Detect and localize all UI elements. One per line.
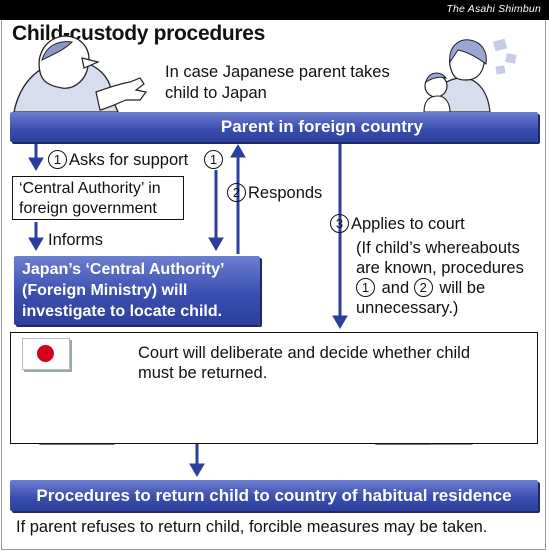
step3-note: (If child’s whereabouts are known, proce… (356, 238, 546, 318)
foreign-parent-illustration (13, 35, 148, 113)
foreign-central-authority-box: ‘Central Authority’ in foreign governmen… (12, 176, 184, 220)
step3-note-line: are known, procedures (356, 259, 524, 277)
intro-caption-line: child to Japan (165, 84, 267, 102)
step3-note-line: 1 and 2 will be (356, 278, 546, 298)
step-number-badge: 1 (204, 150, 223, 169)
footnote: If parent refuses to return child, forci… (16, 518, 488, 536)
step3-text: Applies to court (351, 215, 465, 233)
japan-authority-line: Japan’s ‘Central Authority’ (22, 261, 225, 278)
japan-flag-icon (22, 338, 70, 370)
japan-authority-line: investigate to locate child. (22, 303, 223, 320)
court-text: Court will deliberate and decide whether… (138, 343, 518, 383)
step3-note-and: and (381, 279, 410, 297)
return-procedures-bar: Procedures to return child to country of… (10, 480, 538, 511)
step-number-badge: 1 (356, 278, 375, 297)
step3-note-line: unnecessary.) (356, 299, 459, 317)
court-panel (10, 332, 538, 444)
step1b-marker: 1 (204, 150, 225, 170)
step2-text: Responds (248, 184, 323, 202)
parent-foreign-bar: Parent in foreign country (10, 112, 538, 142)
source-credit: The Asahi Shimbun (446, 3, 541, 15)
step-number-badge: 2 (227, 183, 246, 202)
foreign-authority-line: ‘Central Authority’ in (19, 180, 161, 197)
step-number-badge: 1 (48, 150, 67, 169)
informs-label: Informs (48, 231, 104, 249)
flag-red-disc (37, 345, 54, 362)
step-number-badge: 2 (413, 278, 433, 297)
court-text-line: Court will deliberate and decide whether… (138, 344, 471, 362)
step3-note-line: (If child’s whereabouts (356, 239, 520, 257)
step3-note-end: will be (439, 279, 486, 297)
japanese-parent-child-illustration (423, 38, 517, 113)
intro-caption: In case Japanese parent takes child to J… (165, 62, 445, 104)
foreign-authority-line: foreign government (19, 200, 157, 217)
intro-caption-line: In case Japanese parent takes (165, 63, 390, 81)
header-bar: The Asahi Shimbun (0, 0, 549, 20)
step-number-badge: 3 (330, 214, 349, 233)
step1-text: Asks for support (69, 151, 189, 169)
court-text-line: must be returned. (138, 364, 268, 382)
japan-authority-line: (Foreign Ministry) will (22, 282, 188, 299)
japan-central-authority-box: Japan’s ‘Central Authority’ (Foreign Min… (14, 256, 260, 325)
